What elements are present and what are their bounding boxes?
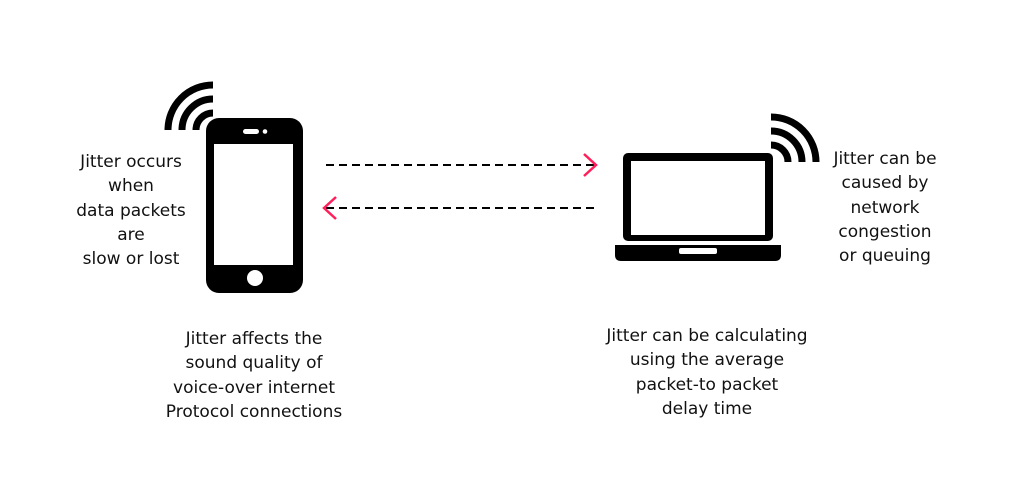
arrow-left-icon	[322, 196, 594, 220]
note-left: Jitter occurs when data packets are slow…	[76, 152, 186, 270]
phone-wifi-icon	[164, 81, 214, 131]
note-bottom-right: Jitter can be calculating using the aver…	[606, 326, 808, 419]
laptop-icon	[615, 153, 781, 261]
laptop-wifi-icon	[770, 113, 820, 163]
note-bottom-left: Jitter affects the sound quality of voic…	[165, 329, 343, 422]
smartphone-icon	[206, 118, 303, 293]
arrow-right-icon	[326, 153, 598, 177]
note-right: Jitter can be caused by network congesti…	[833, 149, 937, 267]
